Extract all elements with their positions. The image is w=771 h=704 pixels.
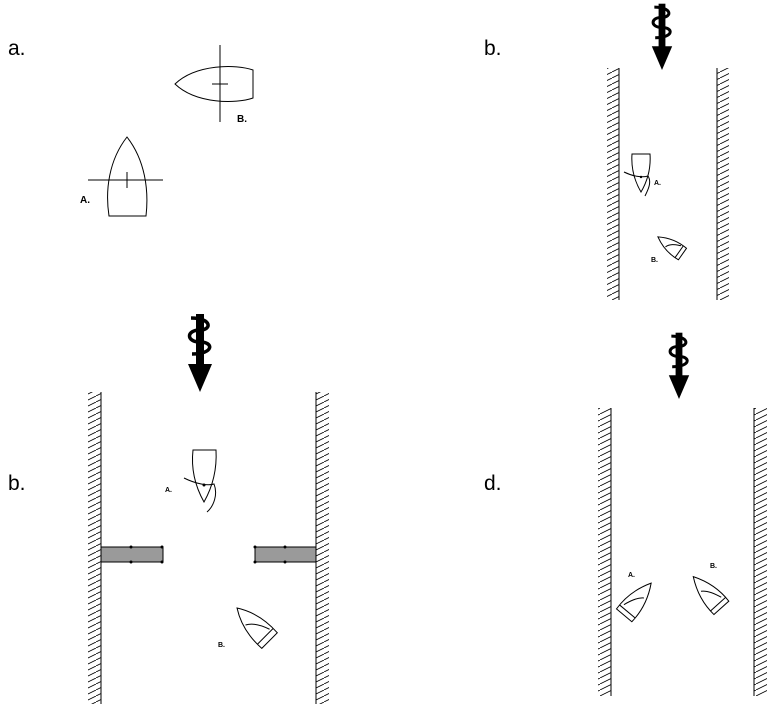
left-bank: [607, 68, 619, 300]
right-bank: [717, 68, 729, 300]
boat-a: [615, 582, 652, 623]
panel-b-top: b. A. B.: [484, 2, 729, 300]
pier-right: [254, 546, 317, 563]
boat-a: A.: [623, 153, 661, 197]
right-bank: [754, 408, 767, 696]
left-bank: [88, 392, 101, 704]
pier-left: [100, 546, 164, 563]
boat-a: A.: [165, 449, 217, 513]
panel-a-label: a.: [8, 37, 26, 60]
current-arrow-icon: [186, 312, 214, 394]
boat-b: [692, 575, 730, 616]
boat-b-label: B.: [218, 642, 225, 649]
panel-b-bottom: b. A. B.: [8, 312, 329, 704]
panel-d-label: d.: [484, 472, 502, 495]
panel-a: a. B. A.: [8, 37, 254, 217]
boat-a-label: A.: [80, 195, 90, 206]
boat-a-vertical: A.: [80, 136, 163, 217]
panel-b-bottom-label: b.: [8, 472, 26, 495]
current-arrow-icon: [650, 2, 674, 72]
right-bank: [316, 392, 329, 704]
boat-a-label: A.: [165, 487, 172, 494]
panel-b-top-label: b.: [484, 37, 502, 60]
boat-b-label: B.: [710, 563, 717, 570]
boat-a-label: A.: [628, 572, 635, 579]
boat-b-label: B.: [651, 257, 658, 264]
boat-b: [236, 607, 279, 650]
boat-b-horizontal: B.: [174, 45, 254, 125]
panel-d: d. A. B.: [484, 331, 767, 696]
boat-a-label: A.: [654, 180, 661, 187]
left-bank: [598, 408, 611, 696]
current-arrow-icon: [667, 331, 691, 401]
boat-b: [657, 236, 688, 261]
boat-b-label: B.: [237, 114, 247, 125]
